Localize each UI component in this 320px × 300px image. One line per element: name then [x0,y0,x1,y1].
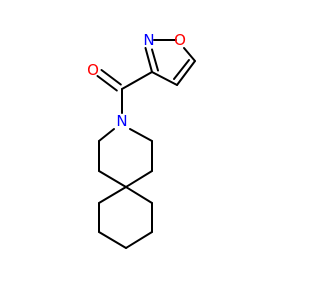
cyclohexane-c3-c4-bond [98,231,127,249]
amide-nitrogen-label: N [116,112,127,130]
isoxazole-c5-c4-bond-a [176,60,196,86]
cyclohexane-c5-spiro-bond [98,186,127,204]
cyclohexane-spiro-c1-bond [125,186,153,204]
isoxazole-c3-n-bond-b [151,48,159,72]
isoxazole-c3-n-bond-a [144,47,153,73]
isoxazole-c5-c4-bond-b [173,59,190,80]
isoxazole-oxygen-label: O [174,31,186,49]
isoxazole-c4-c3-bond [151,71,178,86]
cyclohexane-c2-c3-bond [125,231,153,249]
structure-canvas: O N N O [87,31,196,249]
piperidine-c3-spiro-bond [125,170,153,188]
piperidine-n-c2-bond [129,128,153,142]
isoxazole-o-c5-bond [183,47,196,62]
carbonyl-oxygen-label: O [87,61,99,79]
carbonyl-double-bond-b [96,75,118,92]
carbonyl-double-bond-a [100,69,122,86]
piperidine-spiro-c5-bond [98,170,127,188]
carbonyl-isoxazole-bond [121,71,153,90]
isoxazole-nitrogen-label: N [143,31,154,49]
piperidine-c6-n-bond [98,128,115,142]
molecule-drawing: O N N O [87,31,196,249]
